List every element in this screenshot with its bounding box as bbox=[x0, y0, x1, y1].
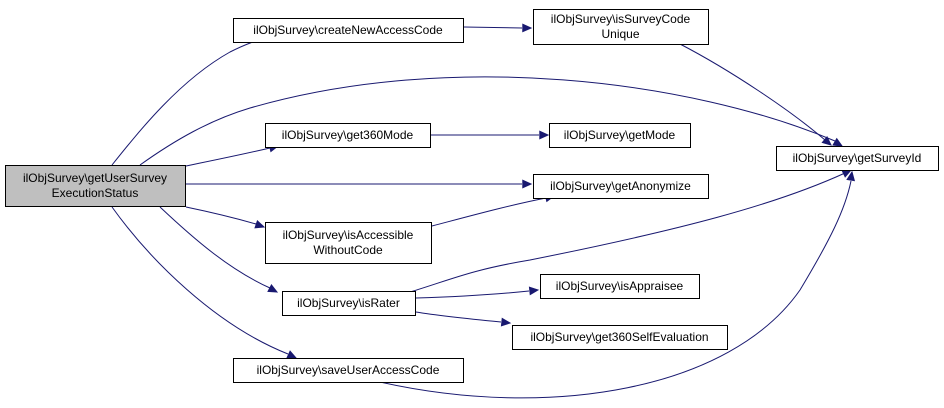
edge-getUserSurveyExecutionStatus-to-createNewAccessCode bbox=[111, 31, 283, 166]
edge-arrowhead bbox=[522, 23, 533, 33]
edge-get360Mode-to-getMode bbox=[431, 130, 550, 140]
node-box bbox=[533, 9, 709, 45]
node-label: ilObjSurvey\isRater bbox=[297, 296, 400, 310]
node-box bbox=[549, 123, 691, 148]
edge-line bbox=[111, 35, 275, 166]
edge-arrowhead bbox=[254, 220, 266, 229]
edge-getUserSurveyExecutionStatus-to-saveUserAccessCode bbox=[111, 206, 298, 359]
edge-getUserSurveyExecutionStatus-to-get360Mode bbox=[185, 143, 280, 167]
edge-line bbox=[185, 206, 257, 225]
node-label: ilObjSurvey\saveUserAccessCode bbox=[257, 363, 440, 377]
edge-arrowhead bbox=[832, 137, 844, 147]
edge-arrowhead bbox=[522, 179, 533, 189]
node-label: ilObjSurvey\isAccessible bbox=[283, 228, 414, 242]
node-box bbox=[282, 291, 416, 316]
node-label: ExecutionStatus bbox=[52, 186, 139, 200]
nodes-layer: ilObjSurvey\getUserSurveyExecutionStatus… bbox=[5, 9, 939, 383]
node-getSurveyId[interactable]: ilObjSurvey\getSurveyId bbox=[776, 146, 939, 171]
node-getMode[interactable]: ilObjSurvey\getMode bbox=[549, 123, 691, 148]
node-box bbox=[233, 358, 464, 383]
edge-arrowhead bbox=[539, 130, 550, 140]
node-label: ilObjSurvey\getSurveyId bbox=[793, 151, 922, 165]
edge-arrowhead bbox=[528, 286, 540, 296]
edge-line bbox=[679, 43, 826, 141]
node-label: Unique bbox=[601, 27, 639, 41]
edge-arrowhead bbox=[286, 350, 298, 359]
edge-line bbox=[431, 197, 547, 227]
node-label: ilObjSurvey\getMode bbox=[564, 128, 676, 142]
node-box bbox=[233, 18, 464, 43]
node-createNewAccessCode[interactable]: ilObjSurvey\createNewAccessCode bbox=[233, 18, 464, 43]
edge-line bbox=[409, 172, 846, 293]
node-box bbox=[265, 123, 431, 148]
node-get360Mode[interactable]: ilObjSurvey\get360Mode bbox=[265, 123, 431, 148]
edge-getUserSurveyExecutionStatus-to-getAnonymize bbox=[186, 179, 533, 189]
node-isAppraisee[interactable]: ilObjSurvey\isAppraisee bbox=[540, 274, 700, 299]
node-label: ilObjSurvey\getUserSurvey bbox=[23, 171, 167, 185]
edge-getUserSurveyExecutionStatus-to-isAccessibleWithoutCode bbox=[185, 206, 266, 229]
node-isRater[interactable]: ilObjSurvey\isRater bbox=[282, 291, 416, 316]
node-box bbox=[776, 146, 939, 171]
edge-isRater-to-get360SelfEvaluation bbox=[415, 311, 512, 327]
edge-line bbox=[415, 311, 502, 323]
node-get360SelfEvaluation[interactable]: ilObjSurvey\get360SelfEvaluation bbox=[512, 325, 728, 350]
node-box bbox=[540, 274, 700, 299]
edge-line bbox=[415, 290, 530, 299]
edge-arrowhead bbox=[846, 170, 856, 182]
edge-line bbox=[463, 26, 523, 29]
node-saveUserAccessCode[interactable]: ilObjSurvey\saveUserAccessCode bbox=[233, 358, 464, 383]
node-label: ilObjSurvey\get360SelfEvaluation bbox=[530, 330, 708, 344]
node-box bbox=[5, 165, 186, 207]
edge-line bbox=[111, 206, 289, 355]
edges-layer bbox=[111, 23, 856, 399]
node-box bbox=[265, 222, 432, 264]
node-box bbox=[533, 174, 709, 199]
node-label: WithoutCode bbox=[313, 243, 383, 257]
edge-isSurveyCodeUnique-to-getSurveyId bbox=[679, 43, 832, 146]
edge-arrowhead bbox=[821, 135, 832, 146]
node-label: ilObjSurvey\get360Mode bbox=[282, 128, 414, 142]
edge-isAccessibleWithoutCode-to-getAnonymize bbox=[431, 193, 556, 227]
edge-getUserSurveyExecutionStatus-to-getSurveyId bbox=[139, 76, 844, 166]
edge-line bbox=[379, 180, 852, 399]
node-label: ilObjSurvey\getAnonymize bbox=[550, 179, 691, 193]
node-box bbox=[512, 325, 728, 350]
edge-line bbox=[159, 206, 271, 289]
edge-isRater-to-isAppraisee bbox=[415, 286, 540, 299]
edge-line bbox=[139, 76, 836, 166]
node-getAnonymize[interactable]: ilObjSurvey\getAnonymize bbox=[533, 174, 709, 199]
edge-arrowhead bbox=[267, 284, 279, 293]
edge-getUserSurveyExecutionStatus-to-isRater bbox=[159, 206, 279, 293]
node-label: ilObjSurvey\createNewAccessCode bbox=[253, 23, 443, 37]
node-label: ilObjSurvey\isAppraisee bbox=[556, 279, 684, 293]
node-label: ilObjSurvey\isSurveyCode bbox=[551, 12, 691, 26]
edge-arrowhead bbox=[500, 317, 512, 327]
edge-line bbox=[185, 147, 271, 167]
edge-createNewAccessCode-to-isSurveyCodeUnique bbox=[463, 23, 533, 33]
edge-saveUserAccessCode-to-getSurveyId bbox=[379, 170, 856, 399]
